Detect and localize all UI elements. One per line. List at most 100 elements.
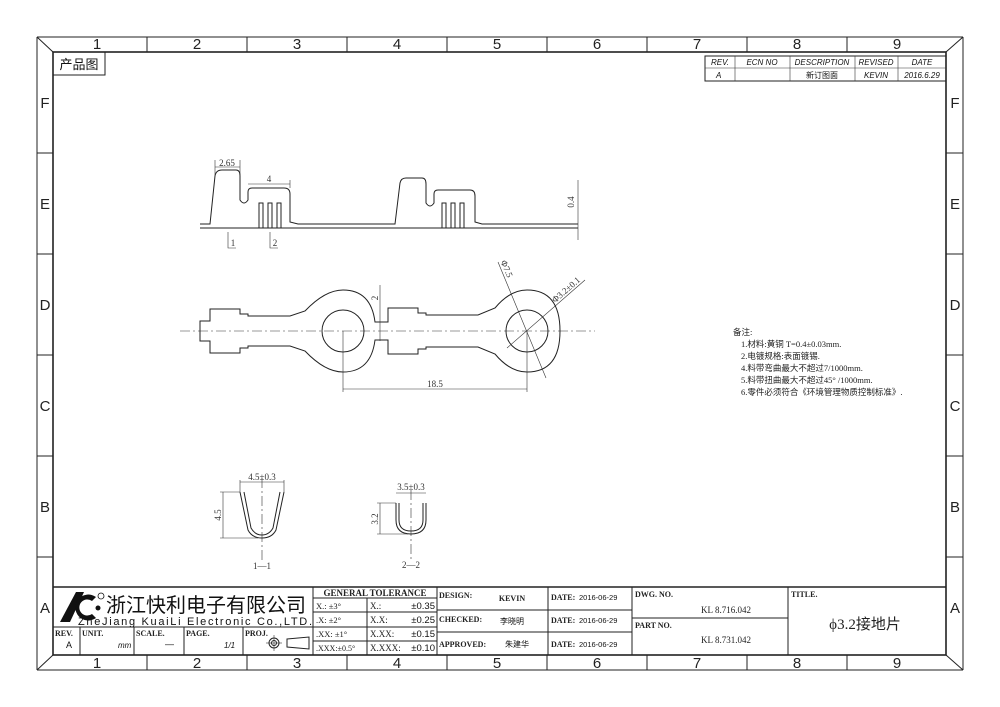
unit-label: UNIT. bbox=[82, 629, 103, 638]
zone-row-a: A bbox=[40, 600, 50, 617]
dim-2: 2 bbox=[370, 296, 380, 301]
zone-col-7: 7 bbox=[693, 36, 701, 53]
zone-row-a-right: A bbox=[950, 600, 960, 617]
section-1-width: 4.5±0.3 bbox=[248, 472, 276, 482]
section-1-label: 1—1 bbox=[253, 561, 271, 571]
notes-title: 备注: bbox=[733, 327, 752, 337]
company-name-cn: 浙江快利电子有限公司 bbox=[106, 594, 306, 617]
zone-row-f-right: F bbox=[950, 95, 959, 112]
section-mark-2: 2 bbox=[273, 238, 278, 248]
tol-linear-value-3: ±0.10 bbox=[411, 643, 435, 654]
tol-linear-label-1: X.X: bbox=[370, 615, 388, 625]
section-2-2: 3.5±0.3 3.2 2—2 bbox=[370, 482, 427, 570]
zone-ticks bbox=[37, 37, 963, 670]
approved-value: 朱建华 bbox=[505, 639, 529, 649]
zone-row-c-right: C bbox=[950, 398, 961, 415]
tol-linear-value-2: ±0.15 bbox=[411, 629, 435, 640]
section-2-height: 3.2 bbox=[370, 513, 380, 524]
date-label-3: DATE: bbox=[551, 640, 575, 649]
zone-row-e-right: E bbox=[950, 196, 960, 213]
description-value: 新订图面 bbox=[806, 70, 838, 80]
date-value: 2016.6.29 bbox=[903, 71, 940, 80]
dwg-no-value: KL 8.716.042 bbox=[701, 605, 751, 615]
date-header: DATE bbox=[912, 58, 933, 67]
section-1-1: 4.5±0.3 4.5 1—1 bbox=[213, 472, 285, 571]
zone-col-1-bottom: 1 bbox=[93, 655, 101, 672]
dim-phi-3-2: Φ3.2±0.1 bbox=[550, 275, 582, 305]
dim-18-5: 18.5 bbox=[427, 379, 443, 389]
zone-row-f: F bbox=[40, 95, 49, 112]
tol-angular-3: .XXX:±0.5° bbox=[316, 644, 355, 653]
zone-col-8-bottom: 8 bbox=[793, 655, 801, 672]
tol-linear-value-1: ±0.25 bbox=[411, 615, 435, 626]
ecn-header: ECN NO bbox=[746, 58, 777, 67]
zone-row-b-right: B bbox=[950, 499, 960, 516]
drawing-frame bbox=[36, 36, 964, 671]
date-label-2: DATE: bbox=[551, 616, 575, 625]
design-label: DESIGN: bbox=[439, 591, 472, 600]
proj-label: PROJ. bbox=[245, 629, 268, 638]
title-block: 浙江快利电子有限公司 ZheJiang KuaiLi Electronic Co… bbox=[53, 586, 946, 655]
zone-col-2-bottom: 2 bbox=[193, 655, 201, 672]
section-2-label: 2—2 bbox=[402, 560, 420, 570]
drawing-label-box: 产品图 bbox=[52, 51, 106, 76]
note-5: 5.料带扭曲最大不超过45° /1000mm. bbox=[741, 375, 873, 385]
zone-row-d-right: D bbox=[950, 297, 961, 314]
side-view: 2.65 4 0.4 1 2 bbox=[200, 158, 579, 249]
tol-angular-2: .XX: ±1° bbox=[316, 629, 347, 639]
revised-value: KEVIN bbox=[864, 71, 888, 80]
rev-value: A bbox=[715, 71, 721, 80]
tol-linear-label-2: X.XX: bbox=[370, 629, 394, 639]
plan-view: 18.5 2 Φ7.5 Φ3.2±0.1 bbox=[180, 259, 595, 392]
date-value-2: 2016-06-29 bbox=[579, 616, 617, 625]
zone-col-6-bottom: 6 bbox=[593, 655, 601, 672]
tol-angular-0: X.: ±3° bbox=[316, 601, 341, 611]
dim-2-65: 2.65 bbox=[219, 158, 235, 168]
description-header: DESCRIPTION bbox=[795, 58, 850, 67]
design-value: KEVIN bbox=[499, 594, 525, 603]
page-value: 1/1 bbox=[224, 641, 235, 650]
tolerance-title: GENERAL TOLERANCE bbox=[324, 588, 427, 598]
revised-header: REVISED bbox=[858, 58, 893, 67]
tol-linear-value-0: ±0.35 bbox=[411, 601, 435, 612]
zone-row-e: E bbox=[40, 196, 50, 213]
revision-table: REV. ECN NO DESCRIPTION REVISED DATE A 新… bbox=[704, 55, 947, 82]
zone-col-4: 4 bbox=[393, 36, 401, 53]
note-1: 1.材料:黄铜 T=0.4±0.03mm. bbox=[741, 339, 841, 349]
notes: 备注: 1.材料:黄铜 T=0.4±0.03mm. 2.电镀规格:表面镀锡. 4… bbox=[733, 327, 903, 397]
page-label: PAGE. bbox=[186, 629, 210, 638]
date-label-1: DATE: bbox=[551, 593, 575, 602]
zone-row-b: B bbox=[40, 499, 50, 516]
tol-linear-label-0: X.: bbox=[370, 601, 381, 611]
date-value-1: 2016-06-29 bbox=[579, 593, 617, 602]
zone-col-1: 1 bbox=[93, 36, 101, 53]
zone-col-6: 6 bbox=[593, 36, 601, 53]
zone-labels: 1 2 3 4 5 6 7 8 9 1 2 3 4 5 6 7 8 9 F E … bbox=[40, 36, 961, 672]
zone-col-5: 5 bbox=[493, 36, 501, 53]
zone-col-9: 9 bbox=[893, 36, 901, 53]
date-value-3: 2016-06-29 bbox=[579, 640, 617, 649]
note-4: 4.料带弯曲最大不超过7/1000mm. bbox=[741, 363, 863, 373]
unit-value: mm bbox=[118, 641, 132, 650]
section-1-height: 4.5 bbox=[213, 509, 223, 521]
drawing-label: 产品图 bbox=[59, 57, 98, 72]
projection-symbol-icon bbox=[266, 635, 310, 651]
zone-col-5-bottom: 5 bbox=[493, 655, 501, 672]
rev-header: REV. bbox=[711, 58, 729, 67]
zone-row-c: C bbox=[40, 398, 51, 415]
dim-0-4: 0.4 bbox=[566, 196, 576, 208]
rev-label: REV. bbox=[55, 629, 73, 638]
part-no-value: KL 8.731.042 bbox=[701, 635, 751, 645]
section-2-width: 3.5±0.3 bbox=[397, 482, 425, 492]
tol-angular-1: .X: ±2° bbox=[316, 615, 341, 625]
zone-col-9-bottom: 9 bbox=[893, 655, 901, 672]
zone-col-7-bottom: 7 bbox=[693, 655, 701, 672]
approved-label: APPROVED: bbox=[439, 640, 486, 649]
company-logo bbox=[60, 592, 105, 622]
dwg-no-label: DWG. NO. bbox=[635, 590, 673, 599]
tol-linear-label-3: X.XXX: bbox=[370, 643, 401, 653]
zone-col-3: 3 bbox=[293, 36, 301, 53]
scale-label: SCALE. bbox=[136, 629, 165, 638]
zone-col-4-bottom: 4 bbox=[393, 655, 401, 672]
